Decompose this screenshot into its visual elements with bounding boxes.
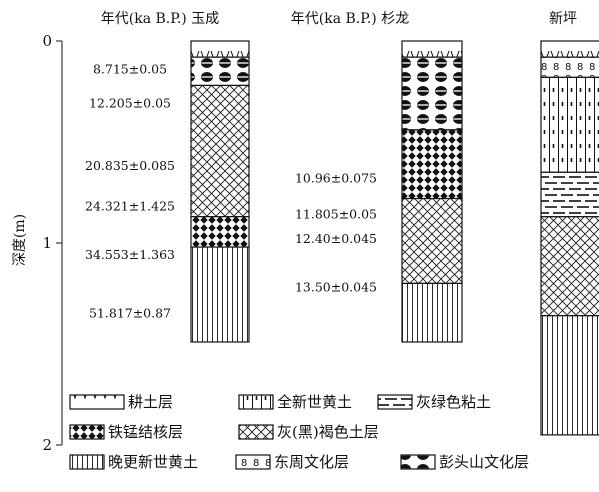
legend-swatch	[69, 424, 105, 440]
age-label: 8.715±0.05	[93, 61, 167, 76]
layer-holocene	[540, 76, 599, 173]
column-header: 年代(ka B.P.) 杉龙	[291, 11, 409, 27]
column-header: 年代(ka B.P.) 玉成	[101, 11, 219, 27]
layer-pengtoushan	[401, 56, 463, 131]
legend-swatch	[238, 424, 274, 440]
age-label: 24.321±1.425	[85, 199, 175, 214]
layer-pengtoushan	[190, 56, 250, 87]
legend-label: 晚更新世黄土	[108, 453, 198, 471]
legend-item-grey_green_clay: 灰绿色粘土	[377, 393, 491, 411]
legend-label: 耕土层	[128, 393, 173, 411]
legend-label: 铁锰结核层	[108, 423, 183, 441]
age-label: 34.553±1.363	[85, 247, 175, 262]
layer-tillage	[190, 40, 250, 58]
layer-late_pleistocene	[190, 246, 250, 343]
columns-layer: 年代(ka B.P.) 玉成 8.715±0.05 12.205±0.05 20.83…	[85, 11, 599, 436]
legend-label: 彭头山文化层	[439, 453, 529, 471]
column-yucheng: 年代(ka B.P.) 玉成 8.715±0.05 12.205±0.05 20.83…	[85, 11, 250, 343]
age-label: 11.805±0.05	[295, 207, 377, 222]
legend-label: 东周文化层	[274, 453, 349, 471]
legend-item-grey_brown: 灰(黑)褐色土层	[238, 423, 379, 441]
layer-fe_mn	[401, 129, 463, 200]
axis-tick-label: 0	[42, 32, 52, 50]
legend-swatch	[400, 454, 436, 470]
legend-swatch	[69, 394, 125, 410]
legend-label: 灰(黑)褐色土层	[277, 423, 379, 441]
axis-tick-label: 2	[42, 436, 52, 454]
legend-label: 全新世黄土	[277, 393, 352, 411]
layer-late_pleistocene	[540, 315, 599, 436]
depth-axis: 0 1 2 深度(m)	[12, 32, 63, 454]
age-label: 13.50±0.045	[295, 279, 377, 294]
axis-label: 深度(m)	[12, 214, 28, 266]
legend-item-fe_mn: 铁锰结核层	[69, 423, 183, 441]
layer-tillage	[540, 40, 599, 58]
age-label: 10.96±0.075	[295, 170, 377, 185]
column-shanlong: 年代(ka B.P.) 杉龙 10.96±0.075 11.805±0.05 12.4…	[291, 11, 463, 343]
age-label: 12.205±0.05	[89, 96, 171, 111]
layer-grey_brown	[401, 197, 463, 284]
legend-label: 灰绿色粘土	[416, 393, 491, 411]
layer-grey_green_clay	[540, 171, 599, 218]
age-label: 51.817±0.87	[89, 306, 171, 321]
age-label: 20.835±0.085	[85, 158, 175, 173]
legend-swatch	[235, 454, 271, 470]
column-header: 新坪	[549, 11, 577, 27]
legend-item-tillage: 耕土层	[69, 393, 173, 411]
legend-swatch	[377, 394, 413, 410]
layer-eastern_zhou	[540, 56, 599, 78]
column-xinping: 新坪	[540, 11, 599, 436]
legend-item-holocene: 全新世黄土	[238, 393, 352, 411]
layer-tillage	[401, 40, 463, 58]
legend-item-pengtoushan: 彭头山文化层	[400, 453, 529, 471]
legend-item-late_pleistocene: 晚更新世黄土	[69, 453, 198, 471]
age-label: 12.40±0.045	[295, 231, 377, 246]
layer-grey_brown	[540, 216, 599, 317]
layer-grey_brown	[190, 84, 250, 218]
legend-item-eastern_zhou: 东周文化层	[235, 453, 349, 471]
layer-fe_mn	[190, 216, 250, 248]
legend-swatch	[69, 454, 105, 470]
layer-late_pleistocene	[401, 282, 463, 343]
axis-tick-label: 1	[42, 234, 52, 252]
legend-swatch	[238, 394, 274, 410]
